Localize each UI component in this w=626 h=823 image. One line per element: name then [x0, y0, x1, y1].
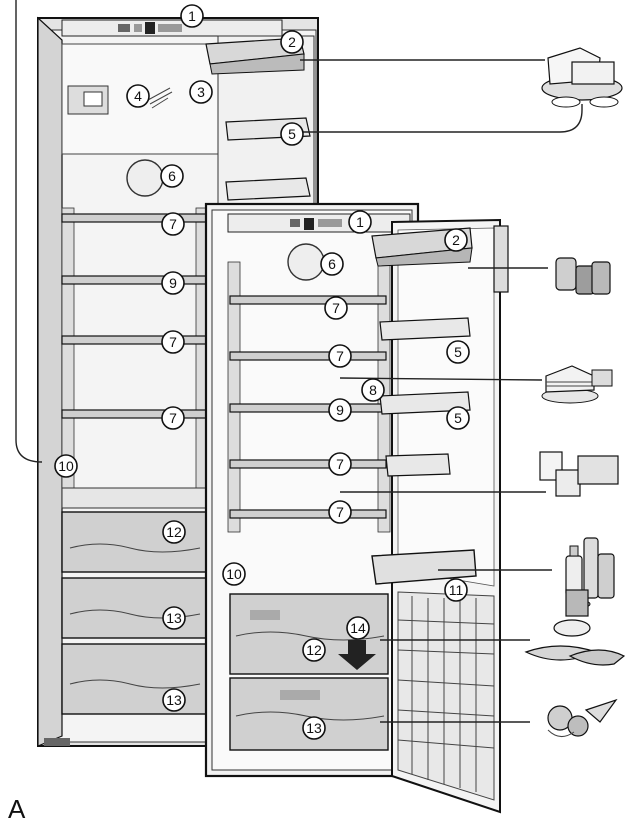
callout-front-5b: 5: [446, 406, 470, 430]
svg-text:7: 7: [169, 216, 177, 232]
svg-text:12: 12: [166, 524, 182, 540]
drawer-arrow-icon: [338, 640, 376, 670]
callout-back-5: 5: [280, 122, 304, 146]
back-callouts: 1 2 4 3 5 6 7 9 7 7 10 12 13 13: [54, 4, 304, 712]
svg-text:10: 10: [226, 566, 242, 582]
svg-text:1: 1: [356, 214, 364, 230]
dairy-cups-icon: [539, 451, 619, 497]
front-callouts: 1 2 6 7 5 7 8 9 5 7 7 10 11 14 12 13: [222, 210, 470, 740]
svg-text:9: 9: [169, 275, 177, 291]
svg-text:2: 2: [288, 34, 296, 50]
svg-text:14: 14: [350, 620, 366, 636]
cans-jars-icon: [555, 257, 611, 295]
leader-lines: [300, 59, 583, 723]
callout-front-14: 14: [346, 616, 370, 640]
svg-text:13: 13: [166, 610, 182, 626]
callout-front-13: 13: [302, 716, 326, 740]
callout-back-6: 6: [160, 164, 184, 188]
leader-back-10: [15, 0, 43, 463]
svg-text:1: 1: [188, 8, 196, 24]
callout-back-4: 4: [126, 84, 150, 108]
callout-front-7a: 7: [324, 296, 348, 320]
svg-text:7: 7: [336, 504, 344, 520]
callout-front-7d: 7: [328, 500, 352, 524]
callout-front-2: 2: [444, 228, 468, 252]
callout-back-1: 1: [180, 4, 204, 28]
front-door: [371, 218, 509, 814]
svg-text:5: 5: [454, 410, 462, 426]
callout-back-7a: 7: [161, 212, 185, 236]
svg-text:2: 2: [452, 232, 460, 248]
svg-text:9: 9: [336, 402, 344, 418]
callout-back-13b: 13: [162, 688, 186, 712]
callout-back-2: 2: [280, 30, 304, 54]
callout-front-10: 10: [222, 562, 246, 586]
svg-text:6: 6: [328, 256, 336, 272]
svg-text:3: 3: [197, 84, 205, 100]
svg-text:6: 6: [168, 168, 176, 184]
callout-front-11: 11: [444, 578, 468, 602]
callout-back-9: 9: [161, 271, 185, 295]
cheese-butter-icon: [541, 47, 623, 108]
callout-back-7b: 7: [161, 330, 185, 354]
svg-text:13: 13: [166, 692, 182, 708]
callout-front-9: 9: [328, 398, 352, 422]
callout-front-7c: 7: [328, 452, 352, 476]
svg-text:7: 7: [336, 456, 344, 472]
svg-text:12: 12: [306, 642, 322, 658]
callout-front-5a: 5: [446, 340, 470, 364]
callout-back-7c: 7: [161, 406, 185, 430]
svg-text:4: 4: [134, 88, 142, 104]
callout-back-13a: 13: [162, 606, 186, 630]
svg-text:8: 8: [369, 382, 377, 398]
svg-text:5: 5: [288, 126, 296, 142]
svg-text:10: 10: [58, 458, 74, 474]
svg-text:7: 7: [169, 410, 177, 426]
svg-text:5: 5: [454, 344, 462, 360]
callout-back-12: 12: [162, 520, 186, 544]
front-glass-shelves: [229, 295, 387, 519]
callout-front-6: 6: [320, 252, 344, 276]
svg-text:13: 13: [306, 720, 322, 736]
callout-back-10: 10: [54, 454, 78, 478]
callout-front-7b: 7: [328, 344, 352, 368]
callout-back-3: 3: [189, 80, 213, 104]
callout-front-8: 8: [361, 378, 385, 402]
bottles-icon: [565, 537, 615, 617]
cake-slice-icon: [541, 365, 613, 404]
svg-text:7: 7: [169, 334, 177, 350]
svg-text:7: 7: [332, 300, 340, 316]
meat-fish-icon: [524, 619, 626, 666]
svg-text:7: 7: [336, 348, 344, 364]
callout-front-12: 12: [302, 638, 326, 662]
svg-text:11: 11: [449, 582, 464, 598]
back-drawers: [61, 511, 213, 715]
figure-label: A: [8, 794, 26, 823]
callout-front-1: 1: [348, 210, 372, 234]
vegetables-icon: [547, 698, 618, 737]
front-fridge: [204, 202, 420, 778]
